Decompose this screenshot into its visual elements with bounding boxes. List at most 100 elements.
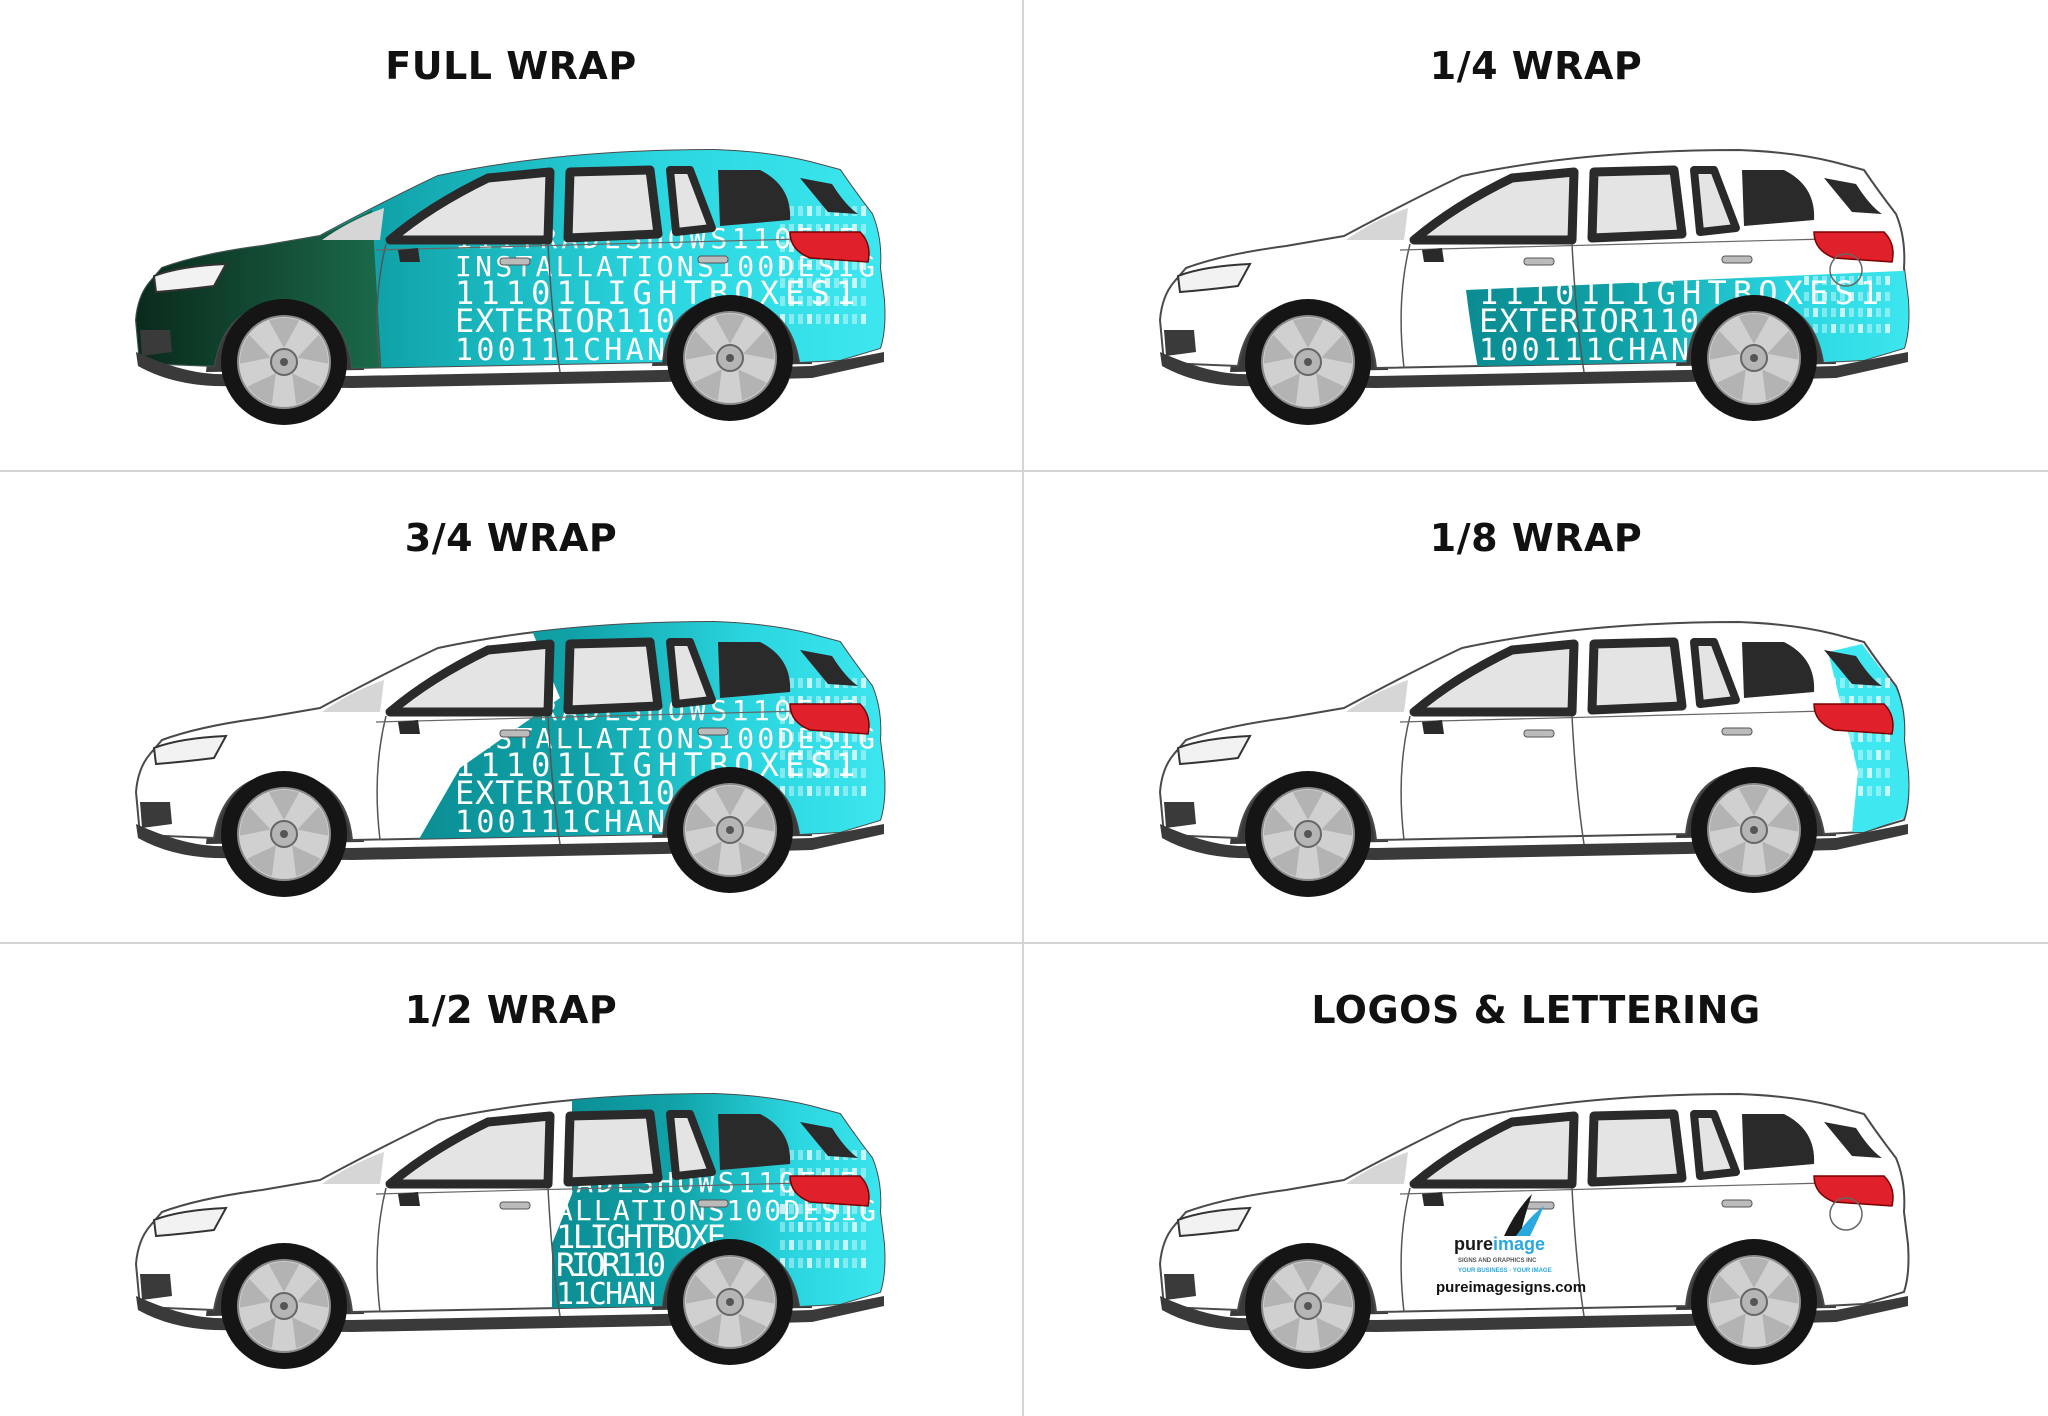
headlight: [1176, 734, 1252, 766]
panel-title: LOGOS & LETTERING: [1311, 988, 1761, 1032]
taillight: [789, 703, 870, 735]
side-mirror: [1422, 1192, 1444, 1206]
quarter-window: [666, 638, 716, 708]
rear-pillar: [1742, 642, 1815, 698]
door-seam: [1400, 1187, 1411, 1313]
rear-pillar: [718, 642, 791, 698]
rear-window: [800, 1122, 858, 1158]
binary-pattern: [1804, 276, 1890, 333]
headlight: [1176, 1206, 1252, 1238]
belt-line: [375, 1181, 841, 1195]
panel-title: 1/2 WRAP: [404, 988, 618, 1032]
door-seam: [1571, 715, 1585, 845]
wheel: [667, 1239, 793, 1365]
panel-quarter-wrap: 1/4 WRAP 11101LIGHTBOXES1EXTERIOR1101001…: [1024, 0, 2048, 472]
front-vent: [140, 330, 172, 356]
taillight: [789, 1175, 870, 1207]
front-window: [385, 639, 555, 717]
wheel: [1245, 1243, 1371, 1369]
belt-line: [375, 709, 841, 723]
quarter-window: [1690, 638, 1740, 708]
quarter-window: [1690, 166, 1740, 236]
rear-window: [1824, 650, 1882, 686]
quarter-window: [666, 166, 716, 236]
front-window: [1409, 1111, 1579, 1189]
front-vent: [140, 802, 172, 828]
rear-window: [1824, 1122, 1882, 1158]
taillight: [789, 231, 870, 263]
belt-line: [375, 237, 841, 251]
door-seam: [547, 715, 561, 845]
door-seam: [1571, 1187, 1585, 1317]
headlight: [152, 734, 228, 766]
logo-tagline: YOUR BUSINESS · YOUR IMAGE: [1458, 1268, 1552, 1274]
wrap-text-line: RIOR110: [556, 1246, 666, 1284]
front-window: [1409, 639, 1579, 717]
middle-window: [563, 1109, 663, 1187]
side-mirror: [398, 720, 420, 734]
car-illustration-threequarter-wrap: 111TRADESHOWS110FLEINSTALLATIONS100DESIG…: [134, 620, 886, 897]
wrap-text-line: EXTERIOR110: [455, 302, 675, 340]
panel-threequarter-wrap: 3/4 WRAP 111TRADESHOWS110FLEINSTALLATION…: [0, 472, 1024, 944]
panel-title: 1/8 WRAP: [1429, 516, 1643, 560]
wrap-text-line: EXTERIOR110: [455, 774, 675, 812]
door-seam: [547, 243, 561, 373]
wrap-text-line: EXTERIOR110: [1479, 302, 1699, 340]
headlight: [152, 1206, 228, 1238]
belt-line: [1399, 1181, 1865, 1195]
car-illustration-full-wrap: 111TRADESHOWS110FLEINSTALLATIONS100DESIG…: [134, 148, 886, 425]
logo-wordmark: pureimage: [1454, 1234, 1545, 1254]
rear-pillar: [1742, 170, 1815, 226]
rear-pillar: [718, 1114, 791, 1170]
front-vent: [1164, 330, 1196, 356]
car-illustration-half-wrap: RADESHOWS110FLEALLATIONS100DESIG1LIGHTBO…: [134, 1092, 886, 1369]
panel-full-wrap: FULL WRAP 111TRADESHOWS110FLEINSTALLATIO…: [0, 0, 1024, 472]
wheel: [221, 299, 347, 425]
panel-half-wrap: 1/2 WRAP RADESHOWS110FLEALLATIONS100DESI…: [0, 944, 1024, 1416]
front-vent: [1164, 1274, 1196, 1300]
rear-door-handle: [1721, 255, 1753, 264]
panel-title: 1/4 WRAP: [1429, 44, 1643, 88]
middle-window: [1587, 1109, 1687, 1187]
middle-window: [563, 637, 663, 715]
rear-pillar: [1742, 1114, 1815, 1170]
middle-window: [1587, 637, 1687, 715]
car-illustration-eighth-wrap: [1158, 620, 1910, 897]
door-seam: [376, 715, 387, 841]
wheel: [221, 1243, 347, 1369]
wheel: [1691, 295, 1817, 421]
logo-mark-icon: [1504, 1194, 1532, 1236]
rear-pillar: [718, 170, 791, 226]
door-seam: [547, 1187, 561, 1317]
windshield: [322, 208, 384, 240]
front-door-handle: [1523, 257, 1555, 266]
rear-door-handle: [697, 1199, 729, 1208]
binary-pattern: [780, 206, 866, 324]
front-door-handle: [499, 257, 531, 266]
side-mirror: [398, 248, 420, 262]
rear-door-handle: [697, 255, 729, 264]
windshield: [1346, 680, 1408, 712]
side-mirror: [398, 1192, 420, 1206]
door-seam: [1571, 243, 1585, 373]
windshield: [322, 1152, 384, 1184]
front-window: [385, 1111, 555, 1189]
panel-eighth-wrap: 1/8 WRAP: [1024, 472, 2048, 944]
wheel: [667, 295, 793, 421]
rear-door-handle: [1721, 1199, 1753, 1208]
wheel: [667, 767, 793, 893]
side-mirror: [1422, 248, 1444, 262]
wheel: [1691, 1239, 1817, 1365]
panel-title: FULL WRAP: [385, 44, 637, 88]
belt-line: [1399, 237, 1865, 251]
fuel-cap: [1829, 253, 1863, 287]
door-seam: [376, 1187, 387, 1313]
side-mirror: [1422, 720, 1444, 734]
windshield: [322, 680, 384, 712]
rear-door-handle: [1721, 727, 1753, 736]
